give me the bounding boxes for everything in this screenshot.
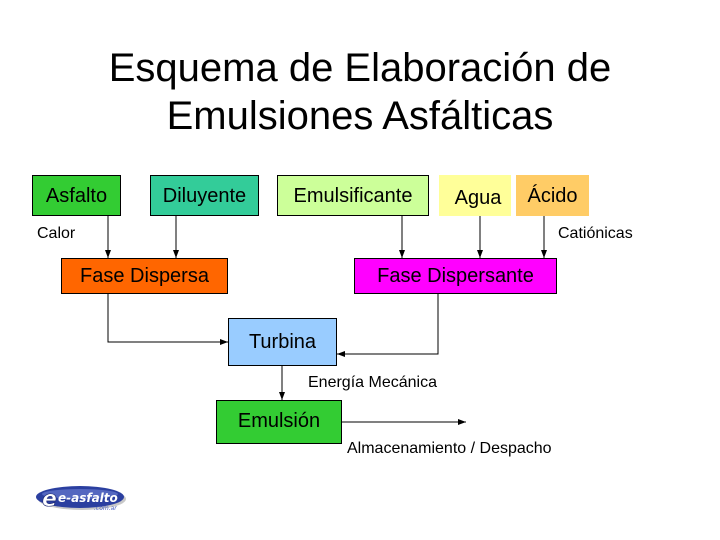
emulsion-box: Emulsión	[216, 400, 342, 444]
turbina-label: Turbina	[248, 331, 317, 353]
energia-mecanica-label: Energía Mecánica	[308, 374, 437, 391]
title: Esquema de Elaboración de Emulsiones Asf…	[0, 44, 720, 140]
arrow-dispersante-to-turbina	[337, 294, 439, 357]
almacenamiento-despacho-label: Almacenamiento / Despacho	[347, 440, 552, 457]
arrow-dispersa-to-turbina	[107, 294, 228, 345]
cationicas-label: Catiónicas	[558, 225, 633, 242]
agua-box: Agua	[439, 175, 511, 216]
diluyente-label: Diluyente	[162, 184, 247, 207]
agua-label: Agua	[454, 186, 502, 209]
svg-text:e: e	[42, 487, 57, 512]
acido-box: Ácido	[516, 175, 589, 216]
calor-label: Calor	[37, 225, 76, 242]
diluyente-box: Diluyente	[150, 175, 259, 216]
acido-label: Ácido	[527, 184, 578, 207]
logo-subtext: .com.ar	[94, 505, 117, 512]
fase-dispersante-label: Fase Dispersante	[377, 265, 534, 287]
fase-dispersa-label: Fase Dispersa	[80, 265, 209, 287]
e-asfalto-logo: e e-asfalto .com.ar	[36, 486, 126, 512]
turbina-box: Turbina	[228, 318, 337, 366]
title-line-2: Emulsiones Asfálticas	[166, 94, 554, 138]
logo-text: e-asfalto	[58, 491, 118, 505]
emulsificante-box: Emulsificante	[277, 175, 429, 216]
fase-dispersa-box: Fase Dispersa	[61, 258, 228, 294]
emulsificante-label: Emulsificante	[293, 184, 413, 207]
title-line-1: Esquema de Elaboración de	[108, 46, 612, 90]
asfalto-label: Asfalto	[45, 184, 108, 207]
asfalto-box: Asfalto	[32, 175, 121, 216]
emulsion-label: Emulsión	[237, 410, 321, 432]
fase-dispersante-box: Fase Dispersante	[354, 258, 557, 294]
